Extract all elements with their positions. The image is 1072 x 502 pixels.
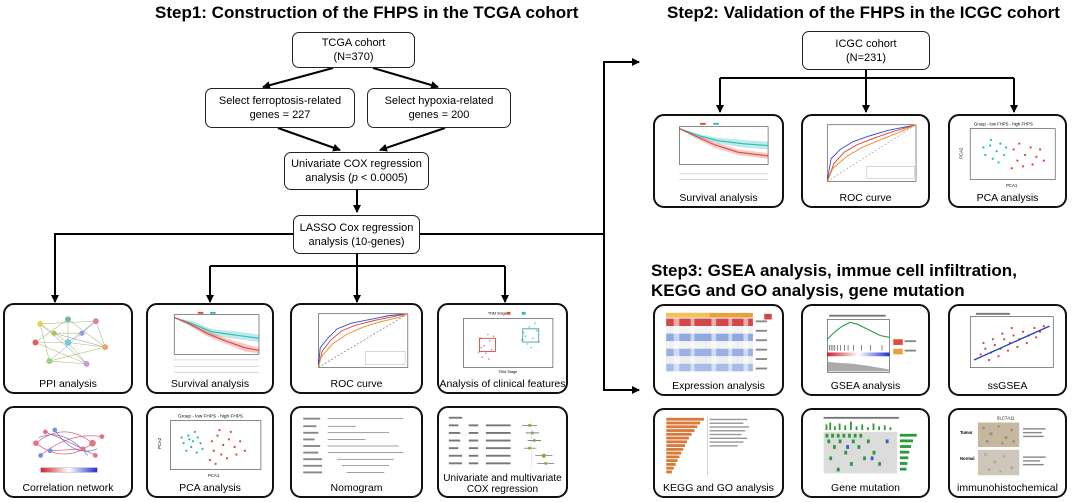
icgc-survival-panel: Survival analysis xyxy=(653,114,784,208)
gene-mutation-panel: Gene mutation xyxy=(801,408,930,498)
univariate-p-symbol: p xyxy=(351,172,358,184)
pca-scatter-thumbnail: Group - low FHPS - high FHPS PCA1 PCA2 xyxy=(154,413,266,479)
tnm-stage-legend: TNM Stage xyxy=(488,312,507,316)
kegg-go-panel: KEGG and GO analysis xyxy=(653,408,784,498)
forest-plot-thumbnail xyxy=(445,413,560,470)
ppi-analysis-caption: PPI analysis xyxy=(39,378,97,390)
hypoxia-genes-line2: genes = 200 xyxy=(408,109,470,121)
survival-analysis-caption: Survival analysis xyxy=(170,378,250,390)
pca-y-axis-label: PCA2 xyxy=(157,437,162,449)
pca-legend-text: Group - low FHPS - high FHPS xyxy=(178,414,243,419)
icgc-pca-y-axis-label: PCA2 xyxy=(959,147,964,159)
step3-title-line2: KEGG and GO analysis, gene mutation xyxy=(651,281,965,300)
tcga-cohort-label: TCGA cohort xyxy=(321,37,386,49)
ihc-normal-label: Normal xyxy=(960,456,975,461)
lasso-cox-box: LASSO Cox regression analysis (10-genes) xyxy=(293,215,420,254)
hypoxia-genes-box: Select hypoxia-related genes = 200 xyxy=(367,88,511,128)
icgc-pca-panel: Group - low FHPS - high FHPS PCA1 PCA2 P… xyxy=(948,114,1067,208)
icgc-cohort-n: (N=231) xyxy=(845,51,887,64)
ferroptosis-genes-line1: Select ferroptosis-related xyxy=(218,95,342,107)
expression-analysis-caption: Expression analysis xyxy=(672,380,765,392)
icgc-pca-x-axis-label: PCA1 xyxy=(1006,183,1018,188)
univariate-p-prefix: analysis ( xyxy=(305,172,352,184)
lasso-cox-line2: analysis (10-genes) xyxy=(308,235,405,248)
cox-regression-caption-line1: Univariate and multivariate xyxy=(443,473,562,484)
ssgsea-caption: ssGSEA xyxy=(987,380,1028,392)
clinical-boxplot-thumbnail: TNM Stage TNM Stage xyxy=(445,310,560,375)
oncoplot-thumbnail xyxy=(809,415,922,479)
immunohistochemical-caption: immunohistochemical xyxy=(957,482,1058,494)
icgc-roc-panel: ROC curve xyxy=(801,114,930,208)
univariate-cox-line1: Univariate COX regression xyxy=(291,158,422,170)
immunohistochemical-panel: SLC7A11 Tumor Normal immunohistochemical xyxy=(948,408,1067,498)
icgc-survival-caption: Survival analysis xyxy=(679,192,758,204)
ssgsea-scatter-thumbnail xyxy=(956,311,1059,377)
survival-analysis-panel: Survival analysis xyxy=(146,303,274,394)
ppi-network-thumbnail xyxy=(11,310,125,375)
tcga-cohort-box: TCGA cohort (N=370) xyxy=(292,32,415,68)
ferroptosis-genes-box: Select ferroptosis-related genes = 227 xyxy=(205,88,355,128)
nomogram-thumbnail xyxy=(298,413,415,479)
pca-analysis-caption: PCA analysis xyxy=(179,482,241,494)
roc-curve-panel: ROC curve xyxy=(290,303,423,394)
kegg-go-caption: KEGG and GO analysis xyxy=(663,482,774,494)
gsea-analysis-caption: GSEA analysis xyxy=(830,380,901,392)
icgc-cohort-box: ICGC cohort (N=231) xyxy=(802,31,930,70)
correlation-network-caption: Correlation network xyxy=(22,482,114,494)
icgc-pca-thumbnail: Group - low FHPS - high FHPS PCA1 PCA2 xyxy=(956,121,1059,189)
univariate-cox-box: Univariate COX regression analysis (p < … xyxy=(284,152,429,190)
step2-title: Step2: Validation of the FHPS in the ICG… xyxy=(667,3,1060,22)
km-curve-thumbnail xyxy=(154,310,266,375)
icgc-km-thumbnail xyxy=(661,121,776,189)
step1-title: Step1: Construction of the FHPS in the T… xyxy=(155,3,579,22)
tcga-cohort-n: (N=370) xyxy=(333,51,374,63)
pca-x-axis-label: PCA1 xyxy=(208,473,220,478)
icgc-roc-thumbnail xyxy=(809,121,922,189)
icgc-pca-legend-text: Group - low FHPS - high FHPS xyxy=(974,122,1033,127)
ferroptosis-genes-line2: genes = 227 xyxy=(249,109,311,121)
gene-mutation-caption: Gene mutation xyxy=(831,482,900,494)
ssgsea-panel: ssGSEA xyxy=(948,304,1067,396)
pca-analysis-panel: Group - low FHPS - high FHPS PCA1 PCA2 P… xyxy=(146,406,274,498)
clinical-features-caption: Analysis of clinical features xyxy=(439,378,566,390)
clinical-features-panel: TNM Stage TNM Stage Analysis of clinical… xyxy=(437,303,568,394)
gsea-enrichment-thumbnail xyxy=(809,311,922,377)
ihc-gene-label: SLC7A11 xyxy=(997,416,1015,421)
cox-regression-caption-line2: COX regression xyxy=(466,484,539,495)
tnm-stage-axis-label: TNM Stage xyxy=(498,370,517,374)
ihc-tumor-label: Tumor xyxy=(960,430,973,435)
gsea-analysis-panel: GSEA analysis xyxy=(801,304,930,396)
ihc-images-thumbnail: SLC7A11 Tumor Normal xyxy=(956,415,1059,479)
expression-heatmap-thumbnail xyxy=(661,311,776,377)
univariate-cox-line2: analysis (p < 0.0005) xyxy=(305,171,407,185)
cox-regression-panel: Univariate and multivariate COX regressi… xyxy=(437,406,568,498)
expression-analysis-panel: Expression analysis xyxy=(653,304,784,396)
ppi-analysis-panel: PPI analysis xyxy=(3,303,133,394)
roc-curve-caption: ROC curve xyxy=(330,378,383,390)
nomogram-caption: Nomogram xyxy=(330,482,383,494)
cox-regression-caption: Univariate and multivariate COX regressi… xyxy=(439,473,566,495)
correlation-network-panel: Correlation network xyxy=(3,406,133,498)
lasso-cox-line1: LASSO Cox regression xyxy=(299,221,414,234)
univariate-p-suffix: < 0.0005) xyxy=(357,172,408,184)
icgc-roc-caption: ROC curve xyxy=(839,192,892,204)
kegg-go-barchart-thumbnail xyxy=(661,415,776,479)
correlation-network-thumbnail xyxy=(11,413,125,479)
nomogram-panel: Nomogram xyxy=(290,406,423,498)
icgc-pca-caption: PCA analysis xyxy=(976,192,1039,204)
roc-curve-thumbnail xyxy=(298,310,415,375)
icgc-cohort-label: ICGC cohort xyxy=(835,37,897,50)
hypoxia-genes-line1: Select hypoxia-related xyxy=(384,95,494,107)
step3-title-line1: Step3: GSEA analysis, immue cell infiltr… xyxy=(651,261,1017,280)
